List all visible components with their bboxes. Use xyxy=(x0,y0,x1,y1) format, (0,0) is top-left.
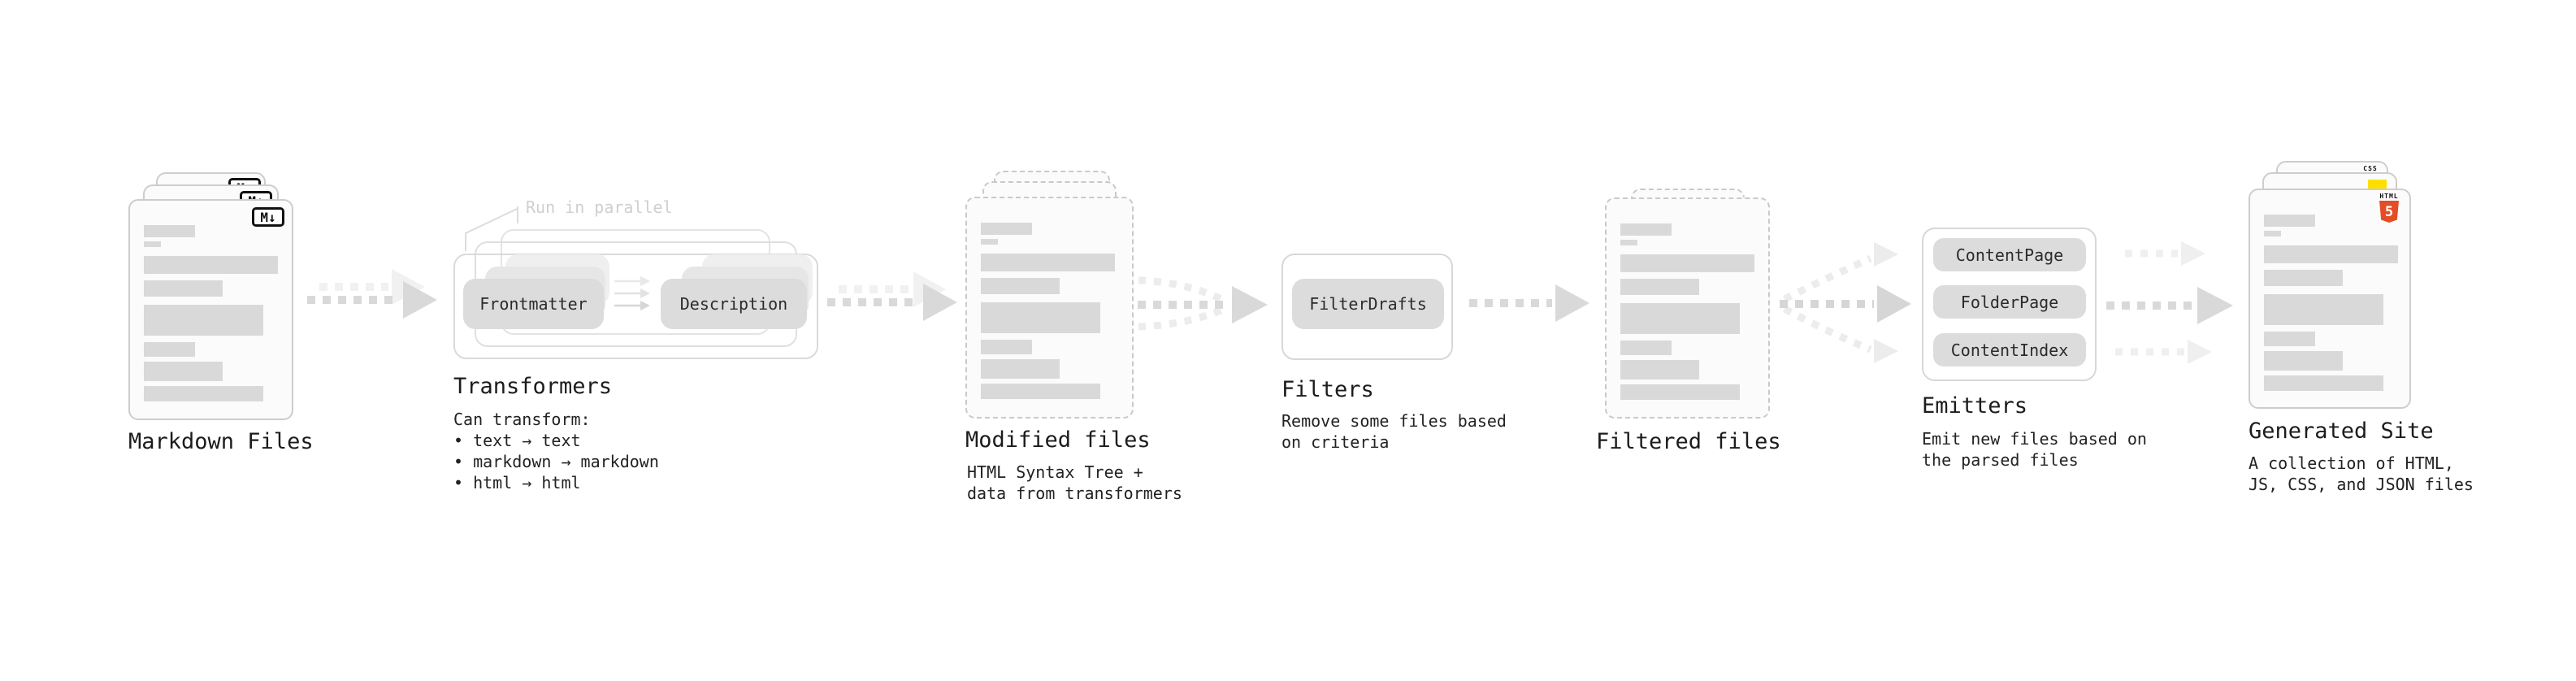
modified-files-description: HTML Syntax Tree + data from transformer… xyxy=(967,462,1182,503)
markdown-file-card-front: M↓ xyxy=(128,199,293,420)
placeholder-bar xyxy=(981,302,1100,333)
filters-title: Filters xyxy=(1281,377,1374,402)
placeholder-bar xyxy=(144,386,263,401)
placeholder-bar xyxy=(981,254,1115,271)
arrow-transformers-to-modified xyxy=(827,271,957,321)
placeholder-bar xyxy=(2264,332,2315,346)
folderpage-pill-label: FolderPage xyxy=(1960,292,2059,312)
filters-description: Remove some files based on criteria xyxy=(1281,411,1507,452)
filtered-file-card-front xyxy=(1605,197,1770,419)
html5-icon: HTML 5 xyxy=(2379,193,2400,223)
file-content-placeholder xyxy=(2264,215,2398,391)
placeholder-bar xyxy=(144,280,223,297)
placeholder-bar xyxy=(1620,384,1740,400)
placeholder-bar xyxy=(2264,270,2343,286)
placeholder-bar xyxy=(144,256,278,274)
file-content-placeholder xyxy=(1620,223,1754,400)
modified-file-card-front xyxy=(965,197,1134,419)
contentpage-pill-label: ContentPage xyxy=(1955,245,2064,265)
markdown-icon: M↓ xyxy=(252,207,284,227)
file-content-placeholder xyxy=(981,223,1115,399)
modified-files-title: Modified files xyxy=(965,427,1151,453)
placeholder-bar xyxy=(981,384,1100,399)
file-content-placeholder xyxy=(144,225,278,401)
html-file-card: HTML 5 xyxy=(2249,189,2411,409)
arrow-modified-to-filters xyxy=(1138,276,1268,331)
arrow-markdown-to-transformers xyxy=(307,269,437,319)
transformers-description: Can transform: • text → text • markdown … xyxy=(453,410,659,492)
placeholder-bar xyxy=(1620,360,1699,380)
placeholder-bar xyxy=(981,340,1032,354)
placeholder-bar xyxy=(2264,375,2383,391)
placeholder-bar xyxy=(1620,279,1699,295)
html5-icon-label: HTML xyxy=(2379,193,2399,200)
generated-site-title: Generated Site xyxy=(2249,419,2434,444)
description-pill-label: Description xyxy=(679,294,788,314)
placeholder-bar xyxy=(144,342,195,357)
frontmatter-pill-label: Frontmatter xyxy=(479,294,588,314)
contentindex-pill-label: ContentIndex xyxy=(1950,340,2069,360)
contentindex-pill: ContentIndex xyxy=(1933,333,2086,367)
arrows-emitters-to-site xyxy=(2106,241,2233,364)
css-icon-label: CSS xyxy=(2363,165,2378,172)
filterdrafts-pill-label: FilterDrafts xyxy=(1309,294,1427,314)
description-pill: Description xyxy=(661,279,807,329)
placeholder-bar xyxy=(2264,294,2383,325)
placeholder-bar xyxy=(1620,223,1672,236)
markdown-files-label: Markdown Files xyxy=(128,429,314,454)
generated-site-description: A collection of HTML, JS, CSS, and JSON … xyxy=(2249,453,2474,494)
frontmatter-pill: Frontmatter xyxy=(463,279,604,329)
placeholder-bar xyxy=(1620,254,1754,272)
placeholder-bar xyxy=(1620,340,1672,355)
arrow-filtered-to-emitters xyxy=(1780,242,1911,363)
placeholder-bar xyxy=(2264,231,2281,236)
contentpage-pill: ContentPage xyxy=(1933,238,2086,271)
placeholder-bar xyxy=(1620,240,1637,245)
placeholder-bar xyxy=(144,241,161,247)
placeholder-bar xyxy=(981,223,1032,235)
arrow-filters-to-filtered xyxy=(1469,284,1589,322)
transformer-box-front xyxy=(453,254,818,359)
placeholder-bar xyxy=(981,359,1060,379)
placeholder-bar xyxy=(981,239,998,245)
filtered-files-label: Filtered files xyxy=(1596,429,1781,454)
html5-icon-shield: 5 xyxy=(2379,201,2399,223)
placeholder-bar xyxy=(981,278,1060,294)
placeholder-bar xyxy=(144,362,223,381)
transformers-title: Transformers xyxy=(453,374,613,399)
run-in-parallel-callout: Run in parallel xyxy=(526,197,673,217)
placeholder-bar xyxy=(1620,303,1740,334)
emitters-description: Emit new files based on the parsed files xyxy=(1922,429,2147,470)
placeholder-bar xyxy=(144,305,263,336)
placeholder-bar xyxy=(2264,245,2398,263)
placeholder-bar xyxy=(144,225,195,237)
emitters-title: Emitters xyxy=(1922,393,2028,419)
placeholder-bar xyxy=(2264,215,2315,227)
placeholder-bar xyxy=(2264,351,2343,371)
filterdrafts-pill: FilterDrafts xyxy=(1292,279,1444,329)
folderpage-pill: FolderPage xyxy=(1933,285,2086,319)
